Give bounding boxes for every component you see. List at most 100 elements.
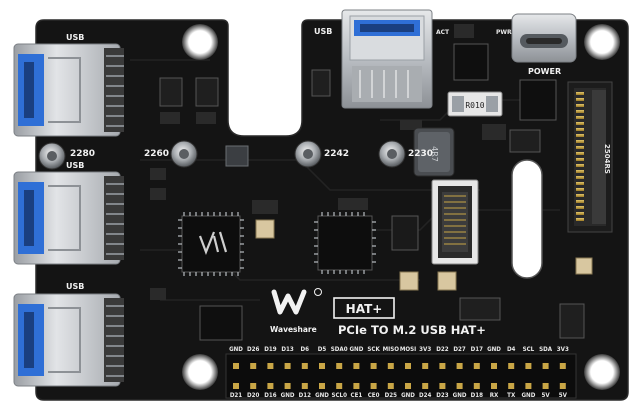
inductor-r010: R010 [447,91,503,117]
gpio-bottom-label: D12 [299,392,311,399]
gpio-pin [233,363,239,369]
product-title: PCIe TO M.2 USB HAT+ [338,323,486,337]
gpio-top-label: 3V3 [557,346,569,353]
gpio-pin [353,363,360,369]
gpio-pin [422,383,429,389]
gpio-bottom-label: RX [490,392,499,399]
m2-label: 2504RS [603,144,611,174]
gpio-pin [370,363,377,369]
hat-badge-box [333,297,395,319]
gpio-top-label: SDA [539,346,553,353]
gpio-top-label: D19 [264,346,276,353]
usb-a-port-3 [13,293,124,387]
standoff-screws [38,140,406,170]
gpio-bottom-label: GND [281,392,295,399]
gpio-pin [559,383,566,389]
pwr-label: PWR [496,29,512,36]
gpio-pin [267,363,274,369]
gpio-top-label: D17 [471,346,483,353]
standoff-label-2280: 2280 [70,149,95,159]
mounting-holes [182,24,620,390]
gpio-top-label: MOSI [400,346,416,353]
usb-label-2: USB [66,161,84,170]
gpio-pin [301,363,308,369]
gpio-bottom-label: D20 [247,392,259,399]
gpio-bottom-label: D25 [385,392,397,399]
pcie-switch-ic [314,212,376,274]
gpio-pin [387,383,394,389]
gpio-top-label: D22 [436,346,448,353]
gpio-pin [250,383,257,389]
gpio-pin [284,383,291,389]
usb-label-top: USB [314,27,332,36]
gpio-pin [439,383,446,389]
gpio-top-label: GND [349,346,363,353]
inductor-4r7: 4R7 [413,127,455,177]
standoff-label-2260: 2260 [144,149,169,159]
gpio-top-label: SDA0 [331,346,348,353]
gpio-bottom-label: GND [315,392,329,399]
gpio-pin [301,383,308,389]
gpio-pin [267,383,274,389]
act-label: ACT [436,29,450,36]
gpio-pin [233,383,239,389]
gpio-top-label: SCL [523,346,535,353]
gpio-top-label: D5 [318,346,327,353]
gpio-bottom-label: CE1 [351,392,363,399]
gpio-pin [250,363,257,369]
inductor-4r7-label: 4R7 [430,146,439,162]
waveshare-logo [271,288,322,315]
gpio-header [225,353,577,399]
gpio-bottom-label: TX [507,392,516,399]
gpio-top-label: GND [229,346,243,353]
gpio-pin [491,363,497,369]
gpio-pin [284,363,291,369]
gpio-pin [473,383,480,389]
gpio-pin [456,383,463,389]
gpio-bottom-label: D21 [230,392,242,399]
gpio-bottom-label: CE0 [368,392,380,399]
gpio-pin [370,383,377,389]
gpio-pin [542,383,549,389]
gpio-pin [473,363,480,369]
gpio-pin [508,363,515,369]
gpio-bottom-label: 5V [542,392,551,399]
gpio-bottom-label: D18 [471,392,483,399]
gpio-top-label: SCK [367,346,380,353]
gpio-top-label: D4 [507,346,516,353]
gpio-bottom-label: D16 [264,392,276,399]
inductor-r010-label: R010 [465,101,484,110]
gpio-pin [559,363,566,369]
usb-c-power-port [511,13,577,63]
gpio-top-label: D26 [247,346,259,353]
board-slot-cutout [511,159,543,279]
gpio-pin [525,363,532,369]
gpio-bottom-label: SCL0 [331,392,347,399]
gpio-bottom-label: GND [401,392,415,399]
hat-badge-text: HAT+ [346,302,383,316]
gpio-pin [422,363,429,369]
brand-label: Waveshare [270,325,317,334]
gpio-bottom-label: 5V [559,392,568,399]
gpio-top-label: 3V3 [419,346,431,353]
gpio-bottom-label: D23 [436,392,448,399]
smd-components [150,24,593,341]
m2-slot [567,81,613,233]
gpio-pin [353,383,360,389]
gpio-pin [542,363,549,369]
gpio-pin [319,383,325,389]
standoff-label-2230: 2230 [408,149,433,159]
gpio-top-label: GND [487,346,501,353]
gpio-top-label: D6 [301,346,310,353]
gpio-pin [319,363,325,369]
gpio-top-label: MISO [383,346,400,353]
gpio-pin [439,363,446,369]
usb-a-port-2 [13,171,124,265]
usb-label-3: USB [66,282,84,291]
power-label: POWER [528,67,561,76]
fpc-connector [431,179,479,265]
gpio-pin [525,383,532,389]
standoff-label-2242: 2242 [324,149,349,159]
